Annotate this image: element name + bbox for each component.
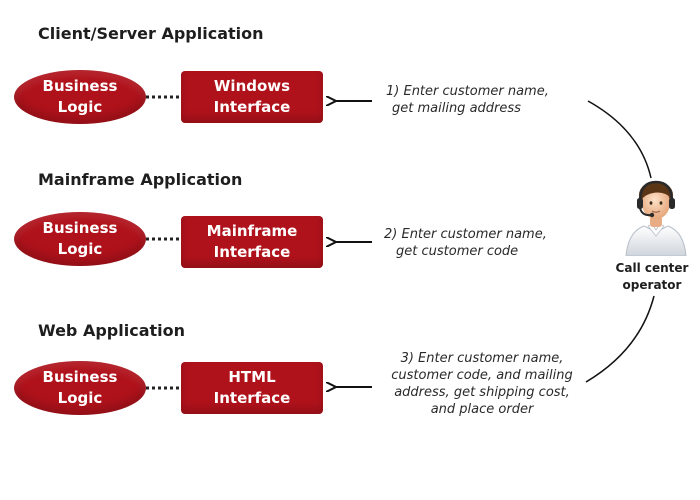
interface-label-line-2: Interface: [213, 389, 291, 407]
section-title-client-server: Client/Server Application: [38, 24, 264, 43]
interface-label-line-2: Interface: [213, 243, 291, 261]
interface-label-line-2: Interface: [213, 98, 291, 116]
business-logic-label-line-1: Business: [42, 368, 118, 386]
step-1-line-1: 1) Enter customer name,: [386, 84, 549, 99]
step-2-line-1: 2) Enter customer name,: [384, 227, 547, 242]
step-1-text: 1) Enter customer name, get mailing addr…: [386, 83, 549, 117]
windows-interface-node: Windows Interface: [181, 71, 323, 123]
step-3-text: 3) Enter customer name, customer code, a…: [384, 350, 580, 418]
interface-label-line-1: Windows: [213, 77, 291, 95]
section-title-web: Web Application: [38, 321, 186, 340]
business-logic-node-1: Business Logic: [14, 70, 146, 124]
business-logic-label-line-2: Logic: [57, 389, 103, 407]
business-logic-label-line-2: Logic: [57, 240, 103, 258]
interface-label-line-1: Mainframe: [206, 222, 298, 240]
operator-label-line-2: operator: [622, 278, 682, 292]
business-logic-node-2: Business Logic: [14, 212, 146, 266]
step-3-line-2: customer code, and mailing: [391, 368, 573, 383]
business-logic-label-line-2: Logic: [57, 98, 103, 116]
business-logic-label-line-1: Business: [42, 219, 118, 237]
step-3-line-4: and place order: [430, 402, 534, 417]
step-3-line-3: address, get shipping cost,: [394, 385, 570, 400]
step-3-line-1: 3) Enter customer name,: [400, 351, 564, 366]
step-1-line-2: get mailing address: [392, 101, 521, 116]
step-2-line-2: get customer code: [396, 244, 519, 259]
operator-label: Call center operator: [606, 260, 698, 294]
step-2-text: 2) Enter customer name, get customer cod…: [384, 226, 547, 260]
operator-label-line-1: Call center: [615, 261, 689, 275]
interface-label-line-1: HTML: [228, 368, 276, 386]
call-center-operator-icon: [620, 176, 692, 260]
mainframe-interface-node: Mainframe Interface: [181, 216, 323, 268]
html-interface-node: HTML Interface: [181, 362, 323, 414]
business-logic-label-line-1: Business: [42, 77, 118, 95]
business-logic-node-3: Business Logic: [14, 361, 146, 415]
curve-upper: [587, 100, 652, 179]
section-title-mainframe: Mainframe Application: [38, 170, 243, 189]
curve-lower: [585, 295, 655, 383]
